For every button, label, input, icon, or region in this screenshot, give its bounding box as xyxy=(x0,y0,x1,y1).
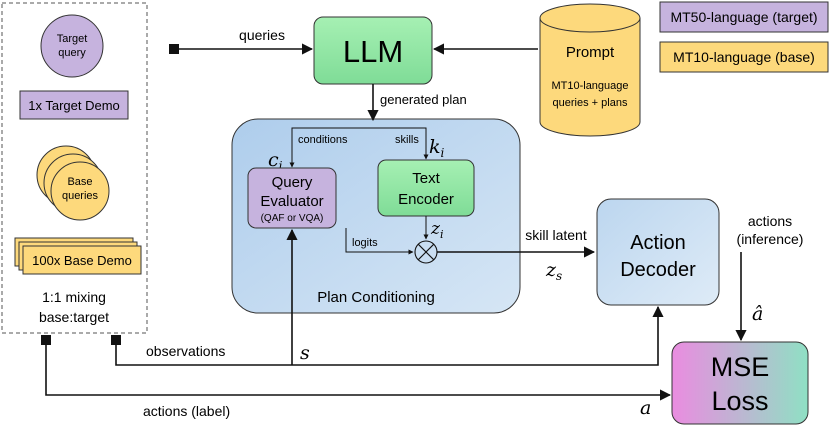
plan-conditioning-title: Plan Conditioning xyxy=(317,289,435,306)
skill-latent-label: skill latent xyxy=(525,227,587,243)
action-decoder-line2: Decoder xyxy=(620,259,696,281)
legend-base: MT10-language (base) xyxy=(659,41,829,73)
llm-label: LLM xyxy=(343,34,403,69)
dataset-panel xyxy=(1,2,148,334)
action-decoder-box: Action Decoder xyxy=(596,198,720,306)
mixing-line2: base:target xyxy=(39,309,109,325)
observations-port xyxy=(111,335,121,345)
logits-arrow xyxy=(345,228,414,255)
observations-arrow xyxy=(115,305,664,366)
queries-label: queries xyxy=(239,27,285,43)
mse-loss-line1: MSE xyxy=(711,352,770,382)
actions-label-text: actions (label) xyxy=(143,403,230,419)
text-encoder-line2: Encoder xyxy=(398,191,454,208)
base-demo-stack: 100x Base Demo xyxy=(14,237,142,275)
mse-loss-line2: Loss xyxy=(711,386,768,416)
query-evaluator-box: Query Evaluator (QAF or VQA) xyxy=(247,167,337,229)
conditions-label: conditions xyxy=(298,134,348,146)
logits-label: logits xyxy=(352,237,378,249)
target-demo-label: 1x Target Demo xyxy=(28,98,120,113)
prompt-database: Prompt MT10-language queries + plans xyxy=(539,3,641,137)
llm-box: LLM xyxy=(313,16,433,85)
legend-target-label: MT50-language (target) xyxy=(670,9,817,25)
text-encoder-box: Text Encoder xyxy=(377,159,475,217)
z-s-symbol: zs xyxy=(545,259,562,283)
query-evaluator-line3: (QAF or VQA) xyxy=(261,213,324,224)
legend-target: MT50-language (target) xyxy=(659,1,829,33)
mixing-line1: 1:1 mixing xyxy=(42,289,106,305)
actions-label-arrow xyxy=(45,345,672,401)
c-i-symbol: ci xyxy=(268,149,283,173)
query-evaluator-line1: Query xyxy=(272,174,313,191)
z-i-symbol: zi xyxy=(430,219,444,241)
prompt-line1: MT10-language xyxy=(551,80,628,92)
a-symbol: a xyxy=(640,397,651,419)
k-i-symbol: ki xyxy=(429,136,445,160)
actions-inference-line1: actions xyxy=(748,213,792,229)
actions-port xyxy=(41,335,51,345)
skills-label: skills xyxy=(395,134,419,146)
a-hat-symbol: â xyxy=(752,303,763,325)
observations-label: observations xyxy=(146,343,225,359)
queries-port xyxy=(169,44,179,54)
text-encoder-line1: Text xyxy=(412,170,440,187)
s-symbol: s xyxy=(300,342,310,364)
generated-plan-label: generated plan xyxy=(380,92,467,107)
query-evaluator-line2: Evaluator xyxy=(260,193,323,210)
action-decoder-line1: Action xyxy=(630,232,686,254)
base-demo-label: 100x Base Demo xyxy=(32,253,132,268)
mse-loss-box: MSE Loss xyxy=(671,341,809,425)
prompt-line2: queries + plans xyxy=(553,97,628,109)
skills-arrow xyxy=(373,127,429,160)
legend-base-label: MT10-language (base) xyxy=(673,49,815,65)
target-demo-box: 1x Target Demo xyxy=(19,90,129,120)
actions-inference-line2: (inference) xyxy=(737,231,804,247)
prompt-title: Prompt xyxy=(566,44,615,61)
conditions-arrow xyxy=(289,127,373,168)
